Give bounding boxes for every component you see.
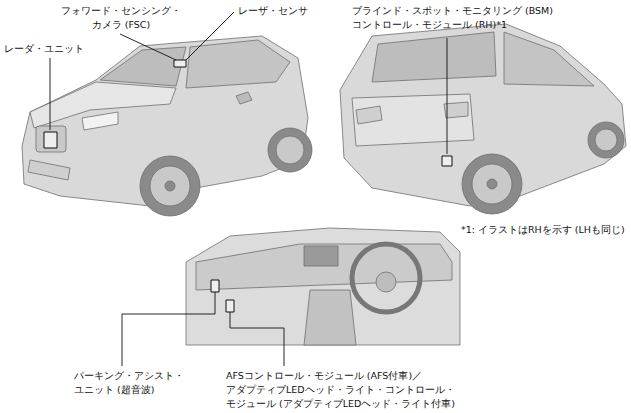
callout-label: *1: イラストはRHを示す (LHも同じ) [461,223,629,237]
leader-lines [50,12,447,366]
callout-label: パーキング・アシスト・ ユニット (超音波) [74,369,192,397]
callout-label: AFSコントロール・モジュール (AFS付車)／ アダプティブLEDヘッド・ライ… [226,369,476,410]
callout-label: レーダ・ユニット [4,42,94,56]
callout-label: レーザ・センサ [238,4,328,18]
callout-label: フォワード・センシング・カメラ (FSC) [50,4,192,32]
callout-label: ブラインド・スポット・モニタリング (BSM) コントロール・モジュール (RH… [352,4,562,32]
